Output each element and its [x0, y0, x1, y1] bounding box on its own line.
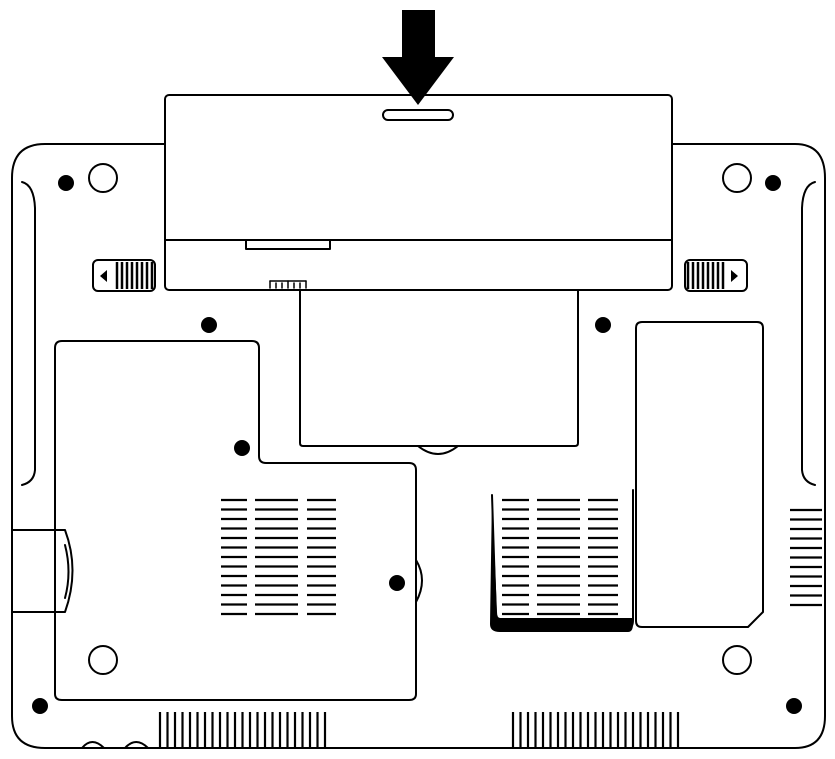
- screw-hole: [722, 645, 752, 675]
- right-side-rail: [801, 181, 816, 486]
- battery-grip-slot: [382, 109, 454, 121]
- screw-dot: [786, 698, 802, 714]
- battery-ruler-marks: [269, 280, 307, 289]
- screw-dot: [595, 317, 611, 333]
- screw-dots: [32, 175, 802, 714]
- battery-pack: [164, 94, 673, 291]
- screw-hole: [88, 163, 118, 193]
- screw-dot: [32, 698, 48, 714]
- vent-slots: [158, 498, 822, 748]
- screw-dot: [58, 175, 74, 191]
- bottom-foot: [81, 741, 105, 749]
- screw-dot: [201, 317, 217, 333]
- latch-left-arrow-icon: [100, 270, 107, 282]
- vent-well-shadow: [490, 495, 633, 632]
- screw-dot: [234, 440, 250, 456]
- center-compartment: [299, 289, 579, 447]
- right-compartment: [635, 321, 764, 628]
- left-port-bump: [11, 529, 74, 613]
- center-compartment-notch: [417, 445, 459, 455]
- screw-hole: [722, 163, 752, 193]
- screw-hole: [88, 645, 118, 675]
- latch-right-arrow-icon: [731, 270, 738, 282]
- screw-dot: [389, 575, 405, 591]
- left-port-inner: [64, 544, 70, 599]
- right-latch: [684, 259, 748, 292]
- left-side-rail: [21, 181, 36, 486]
- memory-cover: [54, 340, 417, 701]
- bottom-foot: [124, 741, 149, 749]
- arrow-down-icon: [382, 10, 454, 105]
- battery-label-tab: [245, 239, 331, 250]
- screw-dot: [765, 175, 781, 191]
- chassis-outline: [11, 143, 826, 749]
- screw-holes: [88, 163, 752, 675]
- vent-well: [491, 489, 634, 629]
- left-latch: [92, 259, 156, 292]
- memory-cover-tab: [415, 559, 423, 603]
